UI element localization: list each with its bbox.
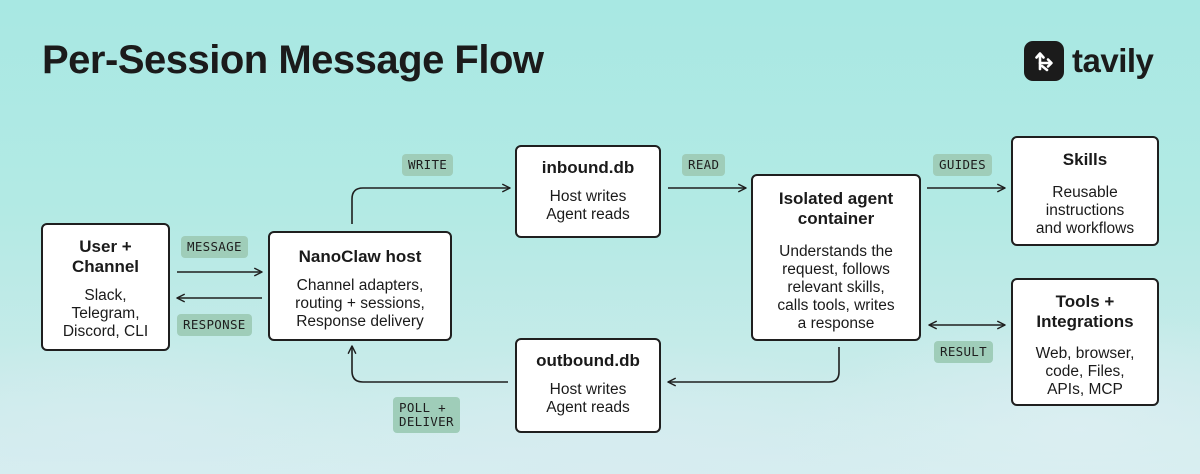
inbound-db-node: inbound.db Host writes Agent reads xyxy=(515,145,661,238)
read-tag: READ xyxy=(682,154,726,176)
tools-integrations-title: Tools + Integrations xyxy=(1036,292,1134,331)
tools-integrations-body: Web, browser, code, Files, APIs, MCP xyxy=(1035,345,1135,398)
tools-integrations-node: Tools + Integrations Web, browser, code,… xyxy=(1011,278,1159,406)
outbound-db-body: Host writes Agent reads xyxy=(546,381,630,416)
write-arrow xyxy=(351,183,511,224)
tavily-logo: tavily xyxy=(1024,41,1154,81)
agent-to-outbound-arrow xyxy=(667,347,840,387)
isolated-agent-body: Understands the request, follows relevan… xyxy=(777,243,895,332)
poll-deliver-tag: POLL + DELIVER xyxy=(393,397,460,433)
tavily-logo-icon xyxy=(1024,41,1064,81)
message-tag: MESSAGE xyxy=(181,236,248,258)
user-channel-body: Slack, Telegram, Discord, CLI xyxy=(62,287,149,340)
skills-node: Skills Reusable instructions and workflo… xyxy=(1011,136,1159,246)
result-tag: RESULT xyxy=(934,341,993,363)
page-title: Per-Session Message Flow xyxy=(42,38,544,82)
write-tag: WRITE xyxy=(402,154,454,176)
skills-body: Reusable instructions and workflows xyxy=(1035,184,1135,237)
poll-deliver-arrow xyxy=(347,345,508,383)
outbound-db-node: outbound.db Host writes Agent reads xyxy=(515,338,661,433)
guides-tag: GUIDES xyxy=(933,154,992,176)
inbound-db-body: Host writes Agent reads xyxy=(546,188,630,223)
nanoclaw-host-node: NanoClaw host Channel adapters, routing … xyxy=(268,231,452,341)
response-tag: RESPONSE xyxy=(177,314,252,336)
skills-title: Skills xyxy=(1062,150,1108,169)
nanoclaw-host-body: Channel adapters, routing + sessions, Re… xyxy=(295,277,425,330)
inbound-db-title: inbound.db xyxy=(541,158,635,177)
user-channel-node: User + Channel Slack, Telegram, Discord,… xyxy=(41,223,170,351)
isolated-agent-node: Isolated agent container Understands the… xyxy=(751,174,921,341)
isolated-agent-title: Isolated agent container xyxy=(778,189,894,228)
user-channel-title: User + Channel xyxy=(71,237,140,276)
tavily-logo-text: tavily xyxy=(1072,42,1154,79)
nanoclaw-host-title: NanoClaw host xyxy=(298,247,422,266)
outbound-db-title: outbound.db xyxy=(536,351,640,370)
